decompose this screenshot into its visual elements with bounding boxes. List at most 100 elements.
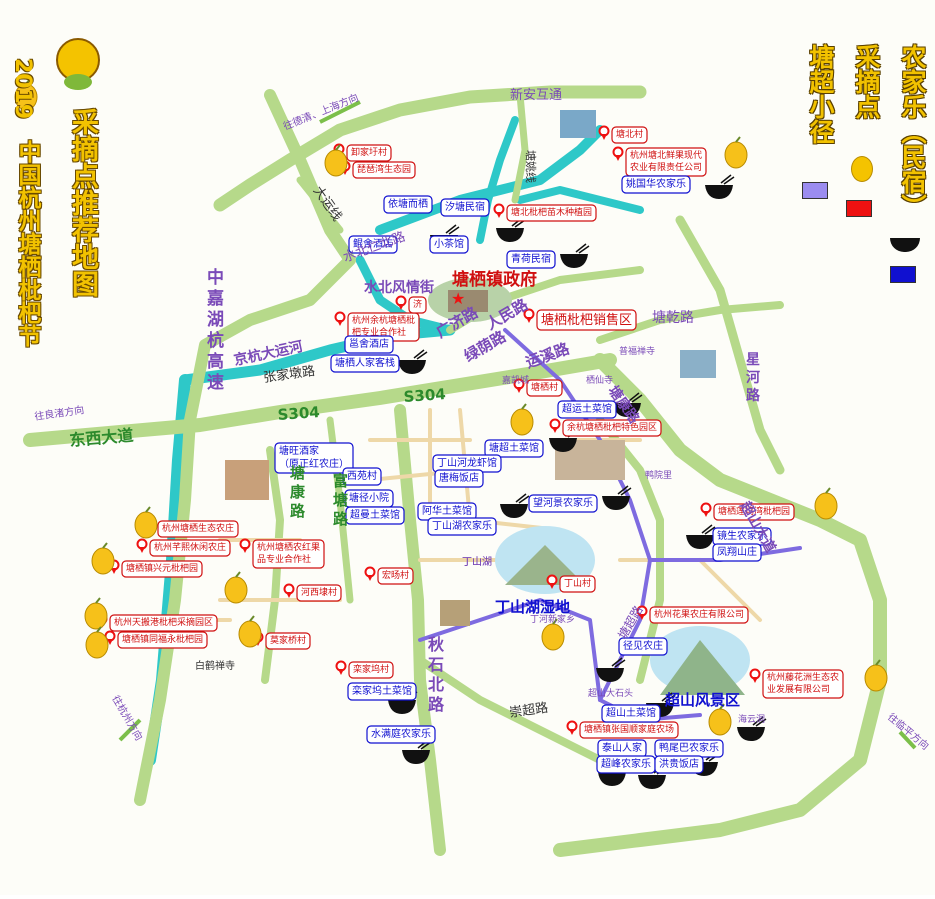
pick-label[interactable]: 莫家桥村 bbox=[265, 632, 311, 650]
pick-label[interactable]: 塘北村 bbox=[611, 126, 648, 144]
farm-bowl-icon[interactable] bbox=[560, 243, 590, 268]
pick-pin-icon[interactable] bbox=[493, 203, 505, 219]
farm-label[interactable]: 超曼土菜馆 bbox=[345, 506, 405, 525]
farm-bowl-icon[interactable] bbox=[500, 493, 530, 518]
farm-label[interactable]: 水满庭农家乐 bbox=[366, 725, 436, 744]
farm-label[interactable]: 丁山湖农家乐 bbox=[427, 517, 497, 536]
farm-label[interactable]: 望河景农家乐 bbox=[528, 494, 598, 513]
farm-label[interactable]: 洪贵饭店 bbox=[654, 755, 704, 774]
svg-text:星: 星 bbox=[746, 352, 760, 368]
farm-bowl-icon[interactable] bbox=[602, 485, 632, 510]
farm-label[interactable]: 青荷民宿 bbox=[506, 250, 556, 269]
pick-pin-icon[interactable] bbox=[283, 583, 295, 599]
pick-label[interactable]: 杭州芊熙休闲农庄 bbox=[149, 539, 231, 557]
pick-pin-icon[interactable] bbox=[104, 630, 116, 646]
place-label: 栖仙寺 bbox=[586, 374, 613, 386]
pick-pin-icon[interactable] bbox=[749, 668, 761, 684]
farm-label[interactable]: 镜生农家乐 bbox=[712, 527, 772, 546]
farm-label[interactable]: 塘旺酒家（原正红农庄） bbox=[274, 442, 354, 474]
svg-text:高: 高 bbox=[207, 351, 224, 372]
pick-label[interactable]: 塘栖镇同福永枇杷园 bbox=[117, 631, 208, 649]
pick-label[interactable]: 卸家圩村 bbox=[346, 144, 392, 162]
pick-pin-icon[interactable] bbox=[549, 418, 561, 434]
pick-label[interactable]: 济 bbox=[408, 296, 427, 314]
pick-label[interactable]: 塘栖镇张国顺家庭农场 bbox=[579, 721, 679, 739]
farm-label[interactable]: 鸭尾巴农家乐 bbox=[654, 739, 724, 758]
svg-text:镜生农家乐: 镜生农家乐 bbox=[717, 529, 767, 542]
svg-text:塘径小院: 塘径小院 bbox=[349, 491, 389, 504]
farm-label[interactable]: 西苑村 bbox=[342, 467, 382, 486]
farm-bowl-icon[interactable] bbox=[596, 657, 626, 682]
farm-label[interactable]: 依塘而栖 bbox=[383, 195, 433, 214]
pick-pin-icon[interactable] bbox=[636, 605, 648, 621]
farm-label[interactable]: 塘栖人家客栈 bbox=[330, 354, 400, 373]
farm-label[interactable]: 小茶馆 bbox=[429, 235, 469, 254]
farm-label[interactable]: 汐塘民宿 bbox=[440, 198, 490, 217]
pick-pin-icon[interactable] bbox=[395, 295, 407, 311]
pick-pin-icon[interactable] bbox=[334, 311, 346, 327]
farm-label[interactable]: 超峰农家乐 bbox=[596, 755, 656, 774]
farm-label[interactable]: 径见农庄 bbox=[618, 637, 668, 656]
farm-label[interactable]: 超运土菜馆 bbox=[557, 400, 617, 419]
svg-text:塘栖镇同福永枇杷园: 塘栖镇同福永枇杷园 bbox=[122, 633, 203, 645]
pick-pin-icon[interactable] bbox=[523, 308, 535, 324]
farm-label[interactable]: 阿华土菜馆 bbox=[417, 502, 477, 521]
farm-label[interactable]: 丁山河龙虾馆 bbox=[432, 454, 502, 473]
farm-bowl-icon[interactable] bbox=[705, 174, 735, 199]
road-label: 绿荫路 bbox=[461, 327, 510, 366]
pick-pin-icon[interactable] bbox=[364, 566, 376, 582]
pick-label[interactable]: 塘栖村 bbox=[526, 379, 563, 397]
pick-pin-icon[interactable] bbox=[239, 538, 251, 554]
pick-label[interactable]: 塘栖枇杷销售区 bbox=[536, 309, 637, 331]
pick-label[interactable]: 杭州塘栖生态农庄 bbox=[157, 520, 239, 538]
pick-label[interactable]: 丁山村 bbox=[559, 575, 596, 593]
svg-text:丁山村: 丁山村 bbox=[564, 577, 591, 589]
farm-bowl-icon[interactable] bbox=[686, 524, 716, 549]
farm-label[interactable]: 鲲舍酒店 bbox=[348, 235, 398, 254]
farm-label[interactable]: 姚国华农家乐 bbox=[621, 175, 691, 194]
road-label: 塘乾路 bbox=[652, 310, 694, 326]
pick-pin-icon[interactable] bbox=[335, 660, 347, 676]
pick-label[interactable]: 琵琶湾生态园 bbox=[352, 161, 416, 179]
pick-label[interactable]: 杭州花果农庄有限公司 bbox=[649, 606, 749, 624]
svg-text:路: 路 bbox=[290, 502, 306, 520]
farm-label[interactable]: 塘径小院 bbox=[344, 489, 394, 508]
farm-label[interactable]: 凤翔山庄 bbox=[712, 543, 762, 562]
pick-label[interactable]: 余杭塘栖枇杷特色园区 bbox=[562, 419, 662, 437]
pick-label[interactable]: 塘北枇杷苗木种植园 bbox=[506, 204, 597, 222]
pick-label[interactable]: 宏旸村 bbox=[377, 567, 414, 585]
farm-bowl-icon[interactable] bbox=[496, 217, 526, 242]
svg-text:莫家桥村: 莫家桥村 bbox=[270, 634, 306, 646]
pick-label[interactable]: 塘栖莲坞湾枇杷园 bbox=[713, 503, 795, 521]
pick-label[interactable]: 杭州天搬港枇杷采摘园区 bbox=[109, 614, 218, 632]
pick-pin-icon[interactable] bbox=[612, 146, 624, 162]
pick-pin-icon[interactable] bbox=[136, 538, 148, 554]
pick-label[interactable]: 河西埭村 bbox=[296, 584, 342, 602]
legend-trail-swatch bbox=[802, 182, 828, 199]
farm-label[interactable]: 超山土菜馆 bbox=[601, 704, 661, 723]
svg-text:业发展有限公司: 业发展有限公司 bbox=[767, 683, 830, 695]
pick-pin-icon[interactable] bbox=[700, 502, 712, 518]
farm-bowl-icon[interactable] bbox=[737, 716, 767, 741]
pick-pin-icon[interactable] bbox=[598, 125, 610, 141]
svg-text:超山土菜馆: 超山土菜馆 bbox=[606, 706, 656, 719]
pick-pin-icon[interactable] bbox=[566, 720, 578, 736]
pick-pin-icon[interactable] bbox=[513, 378, 525, 394]
farm-label[interactable]: 泰山人家 bbox=[597, 739, 647, 758]
pick-label[interactable]: 塘栖镇兴元枇杷园 bbox=[121, 560, 203, 578]
farm-label[interactable]: 邕舍酒店 bbox=[344, 335, 394, 354]
pick-label[interactable]: 栾家坞村 bbox=[348, 661, 394, 679]
svg-text:杷专业合作社: 杷专业合作社 bbox=[352, 326, 406, 338]
star-icon: ★ bbox=[451, 289, 465, 308]
farm-label[interactable]: 唐梅饭店 bbox=[434, 469, 484, 488]
farm-bowl-icon[interactable] bbox=[613, 392, 643, 417]
farm-label[interactable]: 栾家坞土菜馆 bbox=[347, 682, 417, 701]
direction-label: 往临平方向 bbox=[885, 710, 932, 752]
pick-pin-icon[interactable] bbox=[546, 574, 558, 590]
farm-label[interactable]: 塘超土菜馆 bbox=[484, 439, 544, 458]
farm-bowl-icon[interactable] bbox=[398, 349, 428, 374]
